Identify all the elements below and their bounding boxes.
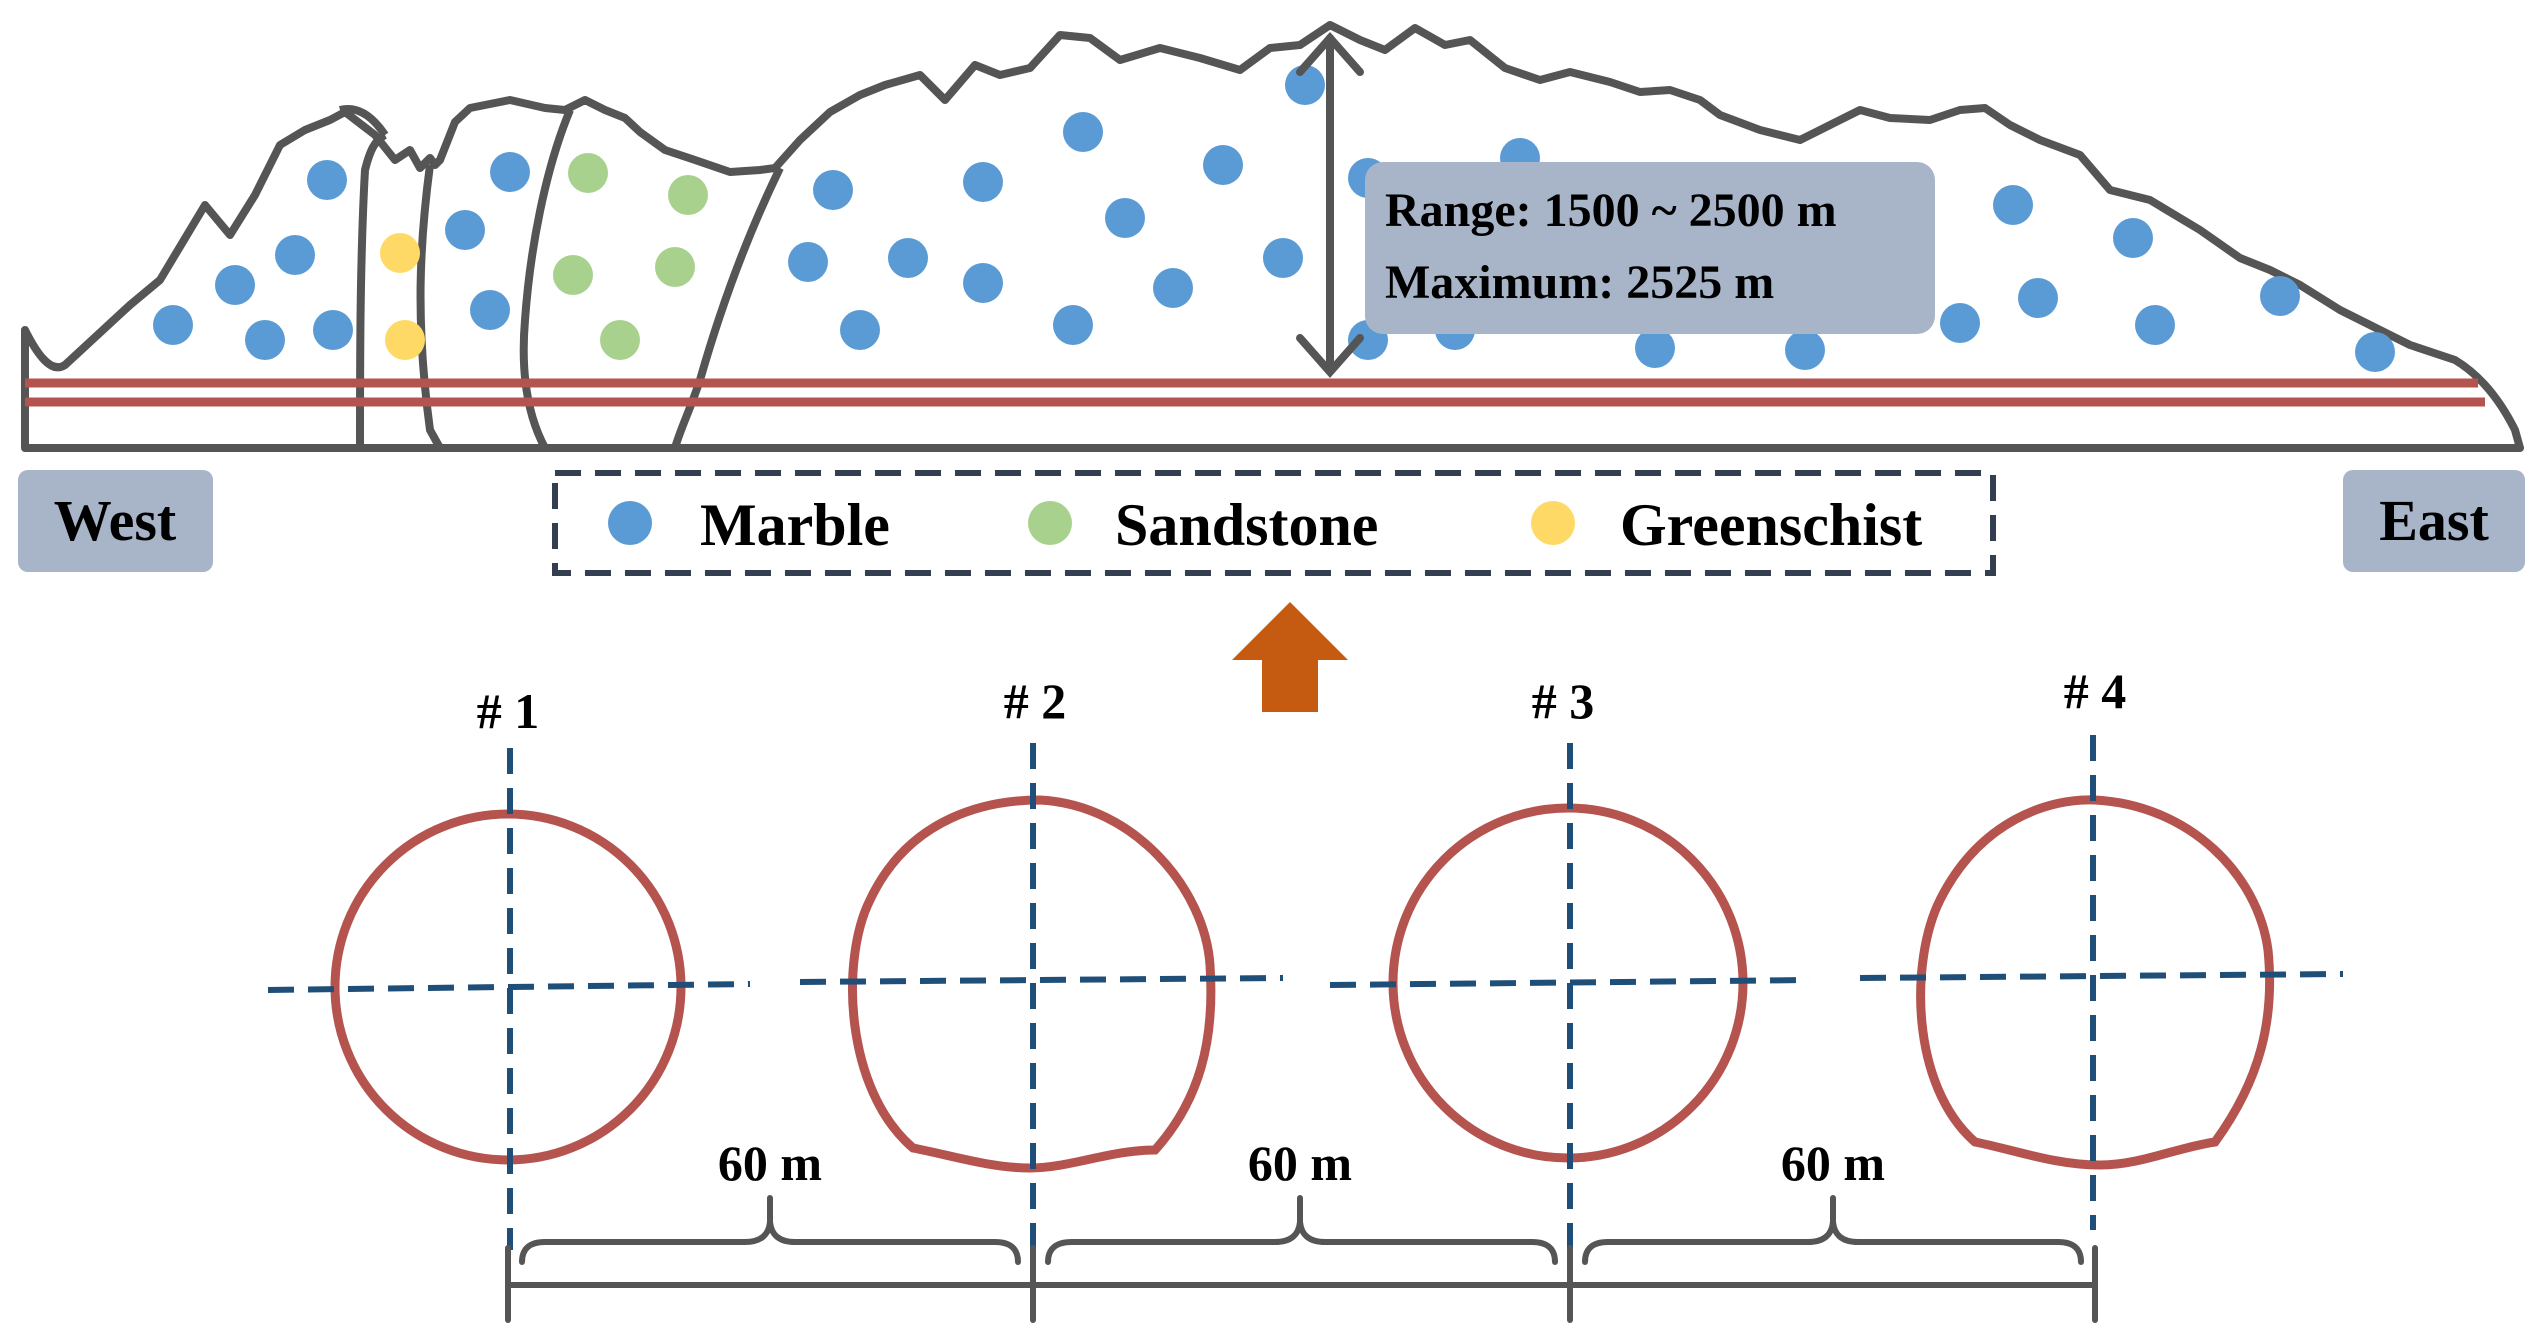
sandstone-dot bbox=[655, 247, 695, 287]
marble-dot bbox=[2113, 218, 2153, 258]
spacing-label: 60 m bbox=[718, 1135, 822, 1191]
depth-info-box: Range: 1500 ~ 2500 m Maximum: 2525 m bbox=[1365, 162, 1935, 334]
marble-dot bbox=[888, 238, 928, 278]
horizontal-axis bbox=[1329, 977, 1811, 988]
tunnel-3: # 3 bbox=[1329, 673, 1811, 1250]
fault-line bbox=[339, 105, 389, 449]
tunnel-2: # 2 bbox=[799, 673, 1284, 1250]
legend-sandstone-label: Sandstone bbox=[1115, 492, 1378, 558]
tunnel-4: # 4 bbox=[1859, 663, 2344, 1230]
fault-line bbox=[671, 166, 784, 450]
sandstone-dot bbox=[553, 255, 593, 295]
sandstone-dot bbox=[568, 153, 608, 193]
legend-greenschist-swatch bbox=[1531, 501, 1575, 545]
marble-dot bbox=[153, 305, 193, 345]
tunnel-label: # 3 bbox=[1532, 673, 1595, 729]
marble-dot bbox=[2135, 305, 2175, 345]
tunnel-label: # 2 bbox=[1004, 673, 1067, 729]
marble-dot bbox=[470, 290, 510, 330]
marble-dot bbox=[490, 152, 530, 192]
marble-dot bbox=[215, 265, 255, 305]
marble-dot bbox=[313, 310, 353, 350]
sandstone-dot bbox=[600, 320, 640, 360]
marble-dots bbox=[153, 65, 2395, 372]
marble-dot bbox=[1285, 65, 1325, 105]
marble-dot bbox=[1105, 198, 1145, 238]
depth-box-bg bbox=[1365, 162, 1935, 334]
legend-marble-label: Marble bbox=[700, 492, 890, 558]
marble-dot bbox=[788, 242, 828, 282]
marble-dot bbox=[2355, 332, 2395, 372]
greenschist-dot bbox=[385, 320, 425, 360]
east-label: East bbox=[2379, 488, 2489, 553]
marble-dot bbox=[1785, 330, 1825, 370]
east-tag-bg bbox=[2343, 470, 2525, 572]
marble-dot bbox=[963, 263, 1003, 303]
marble-dot bbox=[1153, 268, 1193, 308]
mountain-outline bbox=[21, 21, 2524, 452]
horizontal-axis bbox=[267, 981, 751, 993]
marble-dot bbox=[307, 160, 347, 200]
depth-max-text: Maximum: 2525 m bbox=[1385, 256, 1774, 309]
tunnel-sections: # 1 # 2 # 3 # 4 bbox=[267, 663, 2344, 1250]
legend-marble-swatch bbox=[608, 501, 652, 545]
marble-dot bbox=[445, 210, 485, 250]
marble-dot bbox=[1940, 303, 1980, 343]
spacing-label: 60 m bbox=[1248, 1135, 1352, 1191]
marble-dot bbox=[1263, 238, 1303, 278]
sandstone-dot bbox=[668, 175, 708, 215]
marble-dot bbox=[840, 310, 880, 350]
fault-line bbox=[519, 108, 574, 450]
greenschist-dots bbox=[380, 233, 425, 360]
up-arrow-icon bbox=[1232, 602, 1348, 712]
spacing-dimensions bbox=[505, 1195, 2098, 1323]
marble-dot bbox=[1203, 145, 1243, 185]
horizontal-axis bbox=[799, 975, 1284, 985]
marble-dot bbox=[1063, 112, 1103, 152]
marble-dot bbox=[2260, 276, 2300, 316]
marble-dot bbox=[245, 320, 285, 360]
west-tag-bg bbox=[18, 470, 213, 572]
marble-dot bbox=[813, 170, 853, 210]
marble-dot bbox=[1053, 305, 1093, 345]
spacing-label: 60 m bbox=[1781, 1135, 1885, 1191]
tunnel-1: # 1 bbox=[267, 683, 751, 1250]
cross-section: Range: 1500 ~ 2500 m Maximum: 2525 m Wes… bbox=[18, 21, 2525, 572]
sandstone-dots bbox=[553, 153, 708, 360]
spacing-brace bbox=[1582, 1195, 2084, 1265]
marble-dot bbox=[2018, 278, 2058, 318]
spacing-brace bbox=[519, 1195, 1021, 1265]
depth-range-text: Range: 1500 ~ 2500 m bbox=[1385, 184, 1837, 237]
marble-dot bbox=[1635, 328, 1675, 368]
legend: Marble Sandstone Greenschist bbox=[552, 470, 1996, 576]
legend-greenschist-label: Greenschist bbox=[1620, 492, 1922, 558]
legend-sandstone-swatch bbox=[1028, 501, 1072, 545]
greenschist-dot bbox=[380, 233, 420, 273]
depth-arrow bbox=[1296, 31, 1364, 379]
horizontal-axis bbox=[1859, 971, 2344, 981]
marble-dot bbox=[275, 235, 315, 275]
tunnel-2-profile bbox=[848, 795, 1216, 1173]
marble-dot bbox=[1993, 185, 2033, 225]
marble-dot bbox=[963, 162, 1003, 202]
tunnel-label: # 4 bbox=[2064, 663, 2127, 719]
west-label: West bbox=[54, 488, 177, 553]
tunnel-4-profile bbox=[1916, 795, 2275, 1170]
tunnel-label: # 1 bbox=[477, 683, 540, 739]
legend-frame bbox=[552, 470, 1996, 576]
spacing-brace bbox=[1045, 1195, 1558, 1265]
